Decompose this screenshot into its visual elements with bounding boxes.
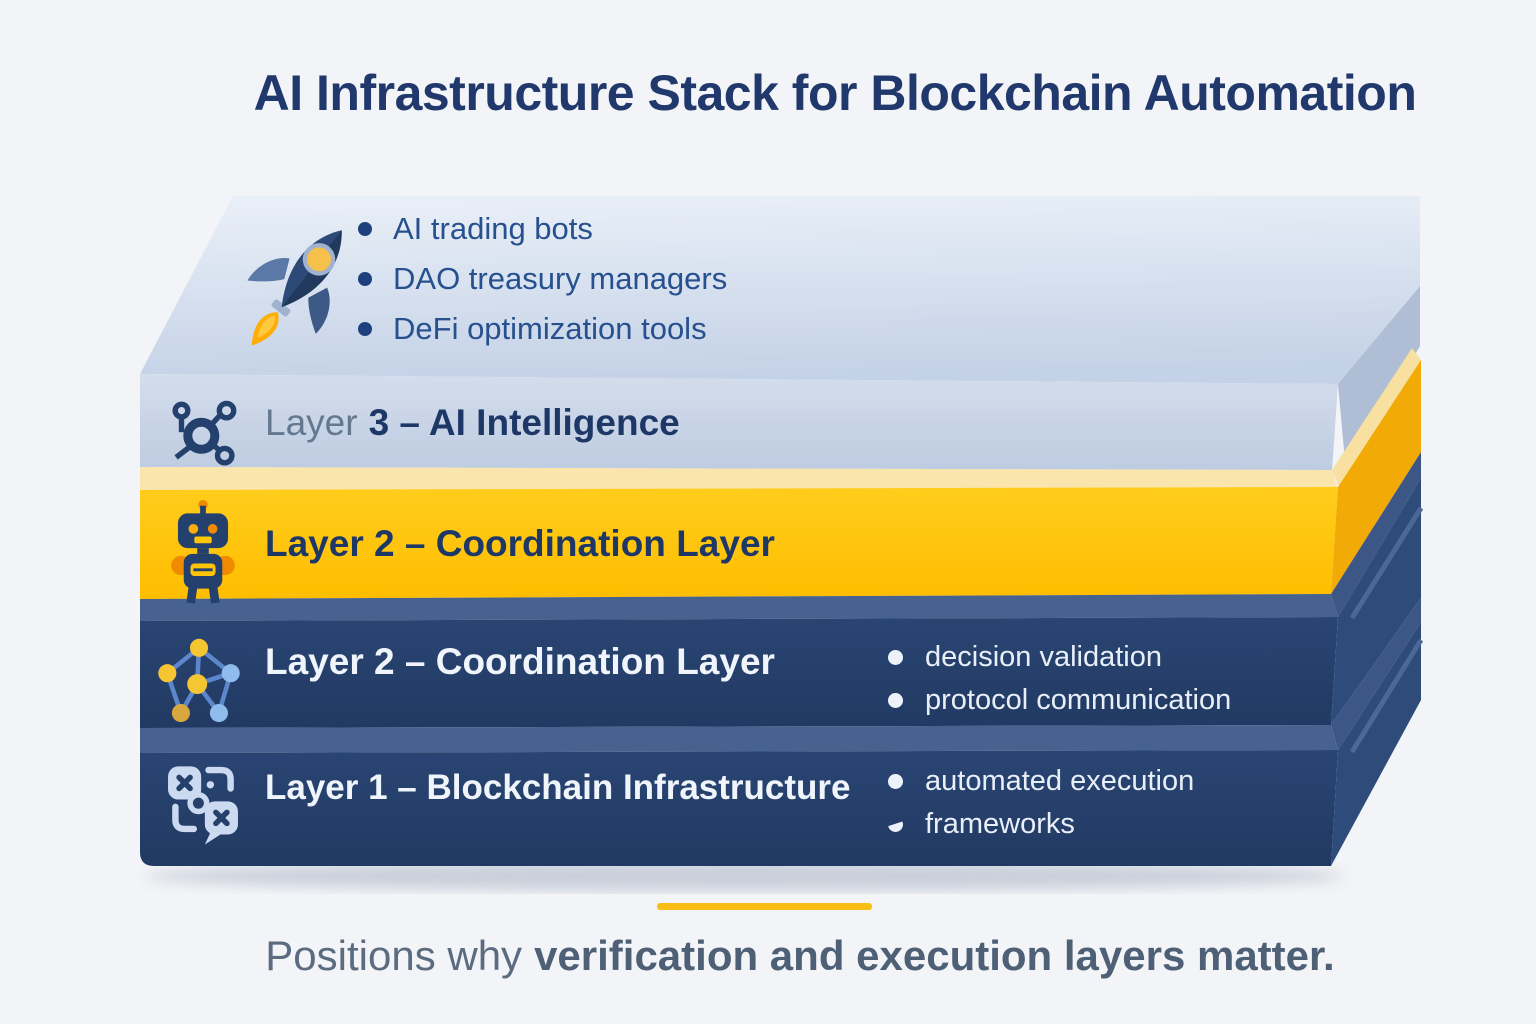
bullet-dot-icon <box>888 692 903 708</box>
list-item: DeFi optimization tools <box>358 310 727 347</box>
layer1-side-face <box>1331 622 1421 866</box>
layer2-yellow-front-face <box>140 487 1338 599</box>
layer2-yellow-top-wedge <box>1332 348 1421 490</box>
layer2-yellow-side-face <box>1331 360 1421 594</box>
layer1-bullet-list: automated execution frameworks <box>888 764 1194 841</box>
molecule-network-icon <box>172 400 237 466</box>
layer2-yellow-top-face <box>140 467 1338 490</box>
layer-word: Layer <box>265 402 358 443</box>
bullet-text: automated execution <box>925 764 1195 797</box>
layer2-navy-bevel <box>140 594 1338 621</box>
network-graph-icon <box>158 638 240 723</box>
caption-bold: verification and execution layers matter… <box>534 932 1335 979</box>
rocket-icon <box>247 230 342 346</box>
layer1-side-seam <box>1349 638 1424 754</box>
layer1-bevel <box>140 725 1338 753</box>
layer3-top-face <box>140 196 1420 384</box>
bullet-text: decision validation <box>925 640 1162 673</box>
list-item: DAO treasury managers <box>358 260 727 297</box>
bullet-text: protocol communication <box>925 683 1232 716</box>
layer2-navy-bullet-list: decision validation protocol communicati… <box>888 640 1231 717</box>
bullet-dot-icon <box>358 271 372 286</box>
layer2-navy-side-seam <box>1349 506 1424 620</box>
layer3-label: Layer 3 – AI Intelligence <box>265 402 680 444</box>
bullet-text: frameworks <box>925 807 1075 840</box>
list-item: protocol communication <box>888 683 1231 717</box>
bullet-text: DAO treasury managers <box>393 260 728 296</box>
layer2-navy-bevel-side <box>1331 452 1421 617</box>
list-item: automated execution <box>888 764 1194 798</box>
page-title: AI Infrastructure Stack for Blockchain A… <box>253 65 1417 121</box>
bullet-dot-icon <box>888 649 903 665</box>
layer1-front-face <box>140 750 1338 866</box>
layer2-yellow-label: Layer 2 – Coordination Layer <box>265 523 775 564</box>
layer1-label: Layer 1 – Blockchain Infrastructure <box>265 768 851 807</box>
layer2-navy-label: Layer 2 – Coordination Layer <box>265 641 775 682</box>
bullet-dot-icon <box>358 321 372 336</box>
crescent-bullet-icon <box>886 815 905 834</box>
stack-shadow <box>145 861 1345 891</box>
list-item: decision validation <box>888 640 1231 674</box>
footer-divider <box>657 903 872 910</box>
caption-regular: Positions why <box>265 932 523 979</box>
robot-icon <box>171 499 235 604</box>
layer1-bevel-side <box>1331 598 1421 750</box>
top-face-bullet-list: AI trading bots DAO treasury managers De… <box>358 210 727 347</box>
bullet-text: DeFi optimization tools <box>393 310 707 346</box>
layer-name: 3 – AI Intelligence <box>368 402 680 443</box>
list-item: frameworks <box>888 807 1194 841</box>
layer3-side-face <box>1338 286 1420 472</box>
layer3-front-face <box>140 374 1338 470</box>
layer2-navy-front-face <box>140 617 1338 728</box>
bullet-dot-icon <box>358 221 372 236</box>
bullet-dot-icon <box>888 773 903 789</box>
bullet-text: AI trading bots <box>393 210 593 246</box>
list-item: AI trading bots <box>358 210 727 247</box>
blockchain-blocks-icon <box>168 766 238 845</box>
